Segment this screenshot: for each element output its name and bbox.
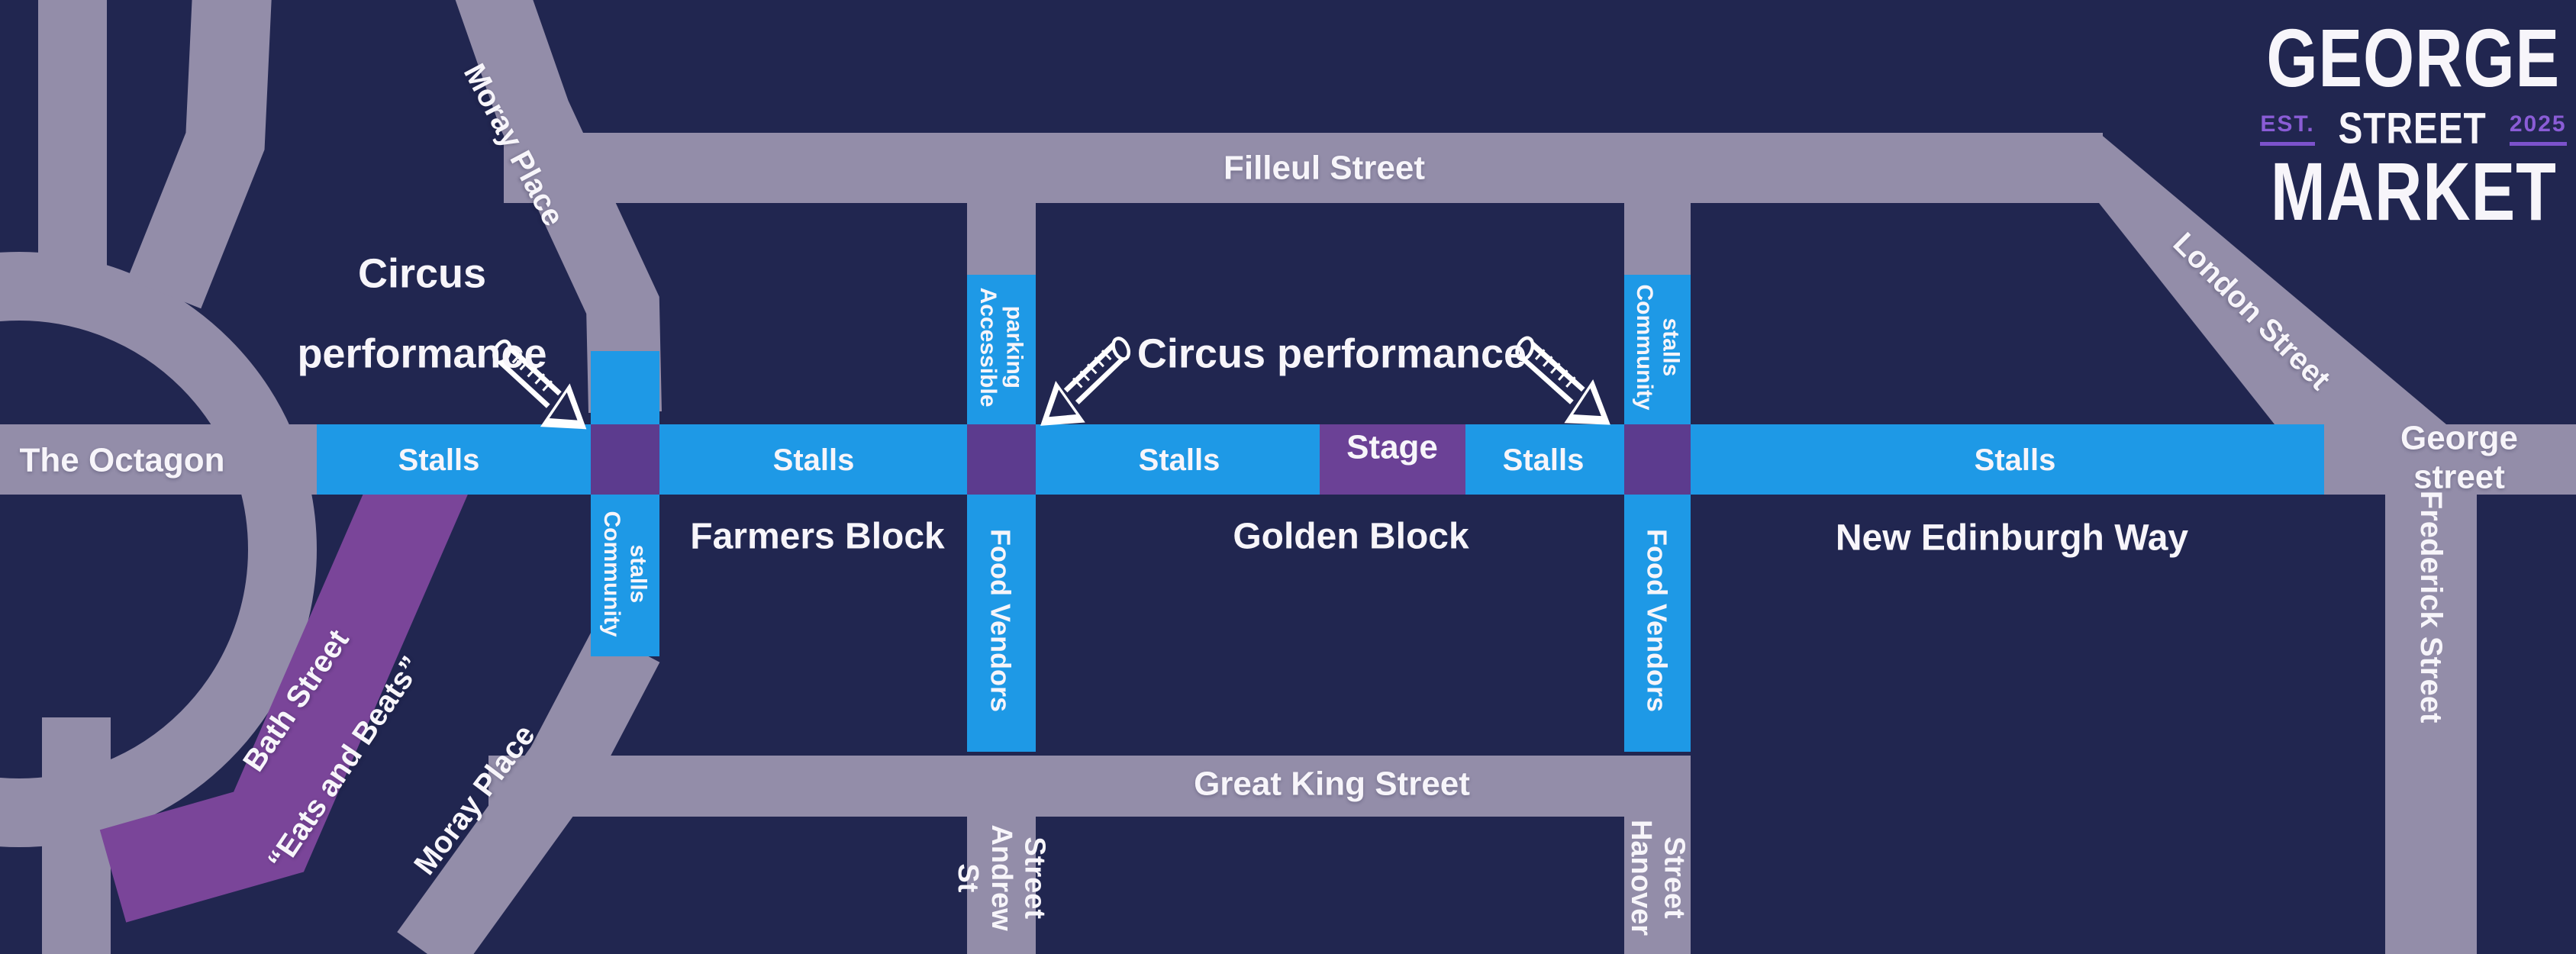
community-stalls-left-bar	[591, 495, 659, 656]
st-andrew-lower-shape	[967, 809, 1036, 954]
label-george-street: George street	[2400, 419, 2519, 495]
south-street-shape	[42, 717, 111, 954]
stalls-bar-4	[1465, 424, 1624, 495]
label-golden-block: Golden Block	[1233, 516, 1469, 557]
label-circus-performance-center: Circus performance	[1136, 330, 1527, 377]
label-st-andrew-street: St Andrew Street	[952, 824, 1051, 931]
label-stage: Stage	[1346, 428, 1438, 466]
logo-title-bottom: MARKET	[2270, 146, 2557, 238]
stalls-block-moray-north	[591, 351, 659, 424]
stalls-bar-1	[317, 424, 591, 495]
food-vendors-right-bar	[1624, 495, 1691, 752]
community-stalls-right-bar	[1624, 275, 1691, 424]
label-farmers-block: Farmers Block	[690, 516, 945, 557]
label-community-stalls-right: Community stalls	[1632, 284, 1684, 411]
label-circus-performance-left: Circus performance	[297, 250, 547, 377]
label-stalls-1: Stalls	[398, 443, 480, 477]
stage-block	[1320, 424, 1465, 495]
label-food-vendors-left: Food Vendors	[985, 528, 1017, 713]
circus-arrow-center-left-icon	[1040, 324, 1135, 440]
label-food-vendors-right: Food Vendors	[1641, 528, 1673, 713]
label-community-stalls-left: Community stalls	[599, 511, 651, 637]
north-street-shape	[38, 0, 107, 267]
accessible-parking-bar	[967, 275, 1036, 424]
logo-title-mid: STREET	[2338, 104, 2487, 153]
label-frederick-street: Frederick Street	[2414, 490, 2448, 724]
label-stalls-5: Stalls	[1974, 443, 2056, 477]
label-stalls-4: Stalls	[1502, 443, 1585, 477]
label-the-octagon: The Octagon	[19, 441, 225, 479]
label-great-king-street: Great King Street	[1194, 765, 1470, 803]
northeast-connector-street-shape	[127, 0, 272, 309]
stalls-bar-3	[1036, 424, 1320, 495]
label-new-edinburgh-way: New Edinburgh Way	[1835, 517, 2189, 559]
george-street-market-logo: GEORGE EST. STREET 2025 MARKET	[2258, 18, 2569, 233]
hanover-lower-shape	[1624, 809, 1691, 954]
filleul-street-shape	[504, 133, 2103, 203]
st-andrew-upper-stub-shape	[967, 203, 1036, 279]
hanover-upper-stub-shape	[1624, 203, 1691, 279]
octagon-roundabout-shape	[0, 252, 317, 847]
bath-street-shape	[99, 438, 476, 923]
great-king-street-shape	[488, 756, 1691, 817]
label-stalls-3: Stalls	[1138, 443, 1220, 477]
label-filleul-street: Filleul Street	[1223, 149, 1426, 187]
stalls-bar-5	[1691, 424, 2324, 495]
logo-title-top: GEORGE	[2266, 12, 2561, 105]
label-hanover-street: Hanover Street	[1625, 819, 1691, 936]
label-accessible-parking: Accessible parking	[975, 287, 1027, 408]
intersection-st-andrew	[967, 424, 1036, 495]
logo-year: 2025	[2509, 111, 2567, 147]
intersection-moray	[591, 424, 659, 495]
intersection-hanover	[1624, 424, 1691, 495]
stalls-bar-2	[659, 424, 967, 495]
logo-est-label: EST.	[2260, 111, 2315, 147]
label-stalls-2: Stalls	[772, 443, 855, 477]
food-vendors-left-bar	[967, 495, 1036, 752]
frederick-street-shape	[2385, 495, 2477, 954]
london-street-shape	[2099, 133, 2446, 424]
